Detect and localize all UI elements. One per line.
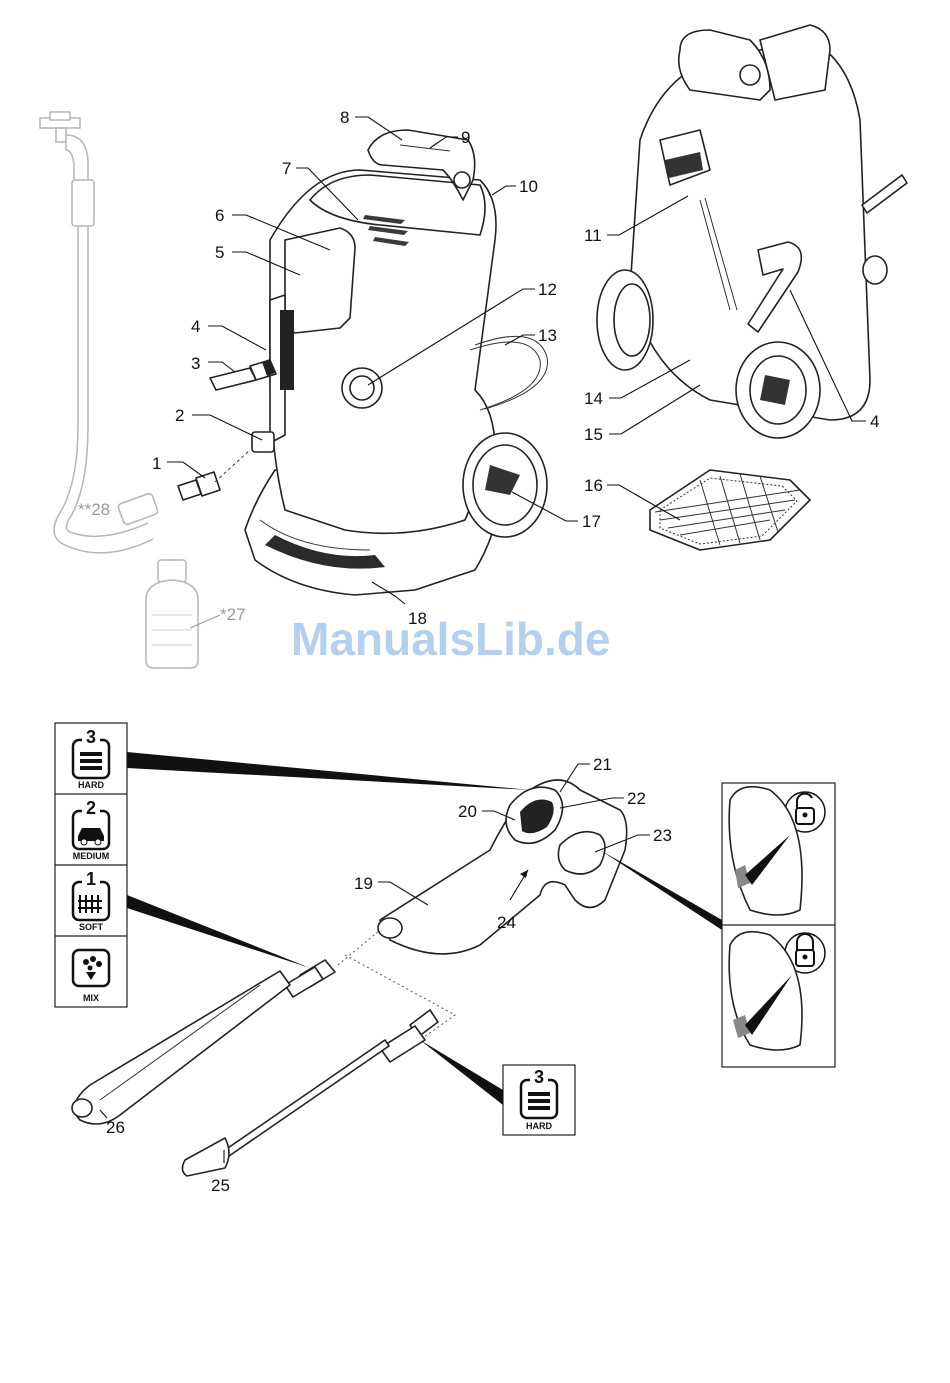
callout-24: 24 xyxy=(497,913,516,932)
callout-23: 23 xyxy=(653,826,672,845)
callout-10: 10 xyxy=(519,177,538,196)
water-tap-and-hose-illustration xyxy=(40,112,159,553)
detergent-bottle-illustration xyxy=(146,560,198,668)
svg-text:2: 2 xyxy=(86,798,96,818)
callout-3: 3 xyxy=(191,354,200,373)
nozzle-mode-box: 3 HARD xyxy=(503,1065,575,1135)
svg-text:3: 3 xyxy=(86,727,96,747)
pressure-washer-rear-illustration xyxy=(597,25,907,438)
high-pressure-connection-illustration xyxy=(210,359,276,390)
callout-2: 2 xyxy=(175,406,184,425)
spray-mode-panel: 3 HARD 2 MEDIUM 1 SOFT xyxy=(55,723,127,1007)
detergent-optional-label: *27 xyxy=(220,605,246,624)
callout-15: 15 xyxy=(584,425,603,444)
hose-connection-coupling-illustration xyxy=(178,450,250,500)
svg-text:MEDIUM: MEDIUM xyxy=(73,851,110,861)
nozzle-mode-number: 3 xyxy=(534,1067,544,1087)
callout-16: 16 xyxy=(584,476,603,495)
svg-text:HARD: HARD xyxy=(78,780,104,790)
callout-4: 4 xyxy=(191,317,200,336)
callout-9: 9 xyxy=(461,128,470,147)
callout-13: 13 xyxy=(538,326,557,345)
callout-20: 20 xyxy=(458,802,477,821)
pressure-washer-front-illustration xyxy=(245,130,547,595)
hard-mode-pointer xyxy=(127,752,530,790)
callout-25: 25 xyxy=(211,1176,230,1195)
callout-1: 1 xyxy=(152,454,161,473)
svg-text:1: 1 xyxy=(86,869,96,889)
callout-6: 6 xyxy=(215,206,224,225)
callout-26: 26 xyxy=(106,1118,125,1137)
callout-5: 5 xyxy=(215,243,224,262)
assembly-dotted-line xyxy=(345,955,455,1040)
watermark-text: ManualsLib.de xyxy=(291,613,610,665)
callout-7: 7 xyxy=(282,159,291,178)
callout-14: 14 xyxy=(584,389,603,408)
callout-17: 17 xyxy=(582,512,601,531)
hose-optional-label: **28 xyxy=(78,500,110,519)
assembly-dotted-line xyxy=(338,930,380,965)
nozzle-mode-caption: HARD xyxy=(526,1121,552,1131)
svg-text:SOFT: SOFT xyxy=(79,922,104,932)
filter-mesh-illustration xyxy=(650,470,810,550)
callout-11: 11 xyxy=(584,226,602,245)
trigger-lock-panel xyxy=(722,783,835,1067)
callout-21: 21 xyxy=(593,755,612,774)
soft-mode-pointer xyxy=(127,895,310,968)
callout-22: 22 xyxy=(627,789,646,808)
callout-19: 19 xyxy=(354,874,373,893)
svg-text:MIX: MIX xyxy=(83,993,99,1003)
callout-8: 8 xyxy=(340,108,349,127)
callout-12: 12 xyxy=(538,280,557,299)
callout-4-rear: 4 xyxy=(870,412,879,431)
nozzle-mode-pointer xyxy=(420,1040,503,1105)
